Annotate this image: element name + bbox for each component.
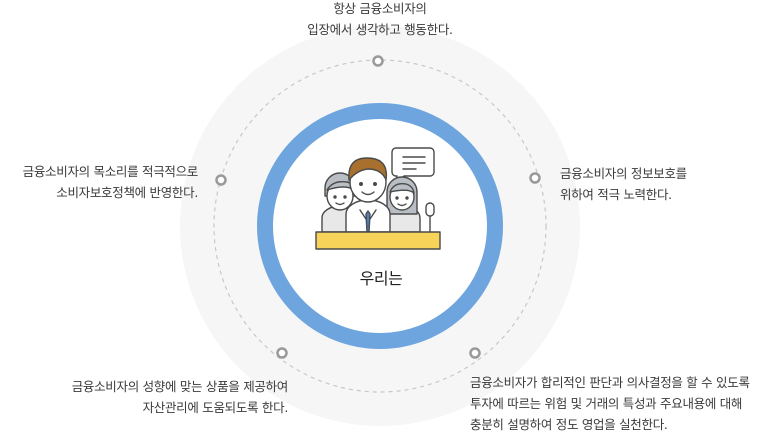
node-left: [217, 176, 226, 185]
center-label: 우리는: [301, 265, 461, 289]
statement-top-line-2: 입장에서 생각하고 행동한다.: [250, 19, 510, 40]
statement-right-line-2: 위하여 적극 노력한다.: [560, 184, 687, 205]
statement-bottom-left-line-2: 자산관리에 도움되도록 한다.: [0, 397, 288, 418]
statement-bottom-left: 금융소비자의 성향에 맞는 상품을 제공하여 자산관리에 도움되도록 한다.: [0, 376, 288, 418]
podium: [316, 232, 440, 249]
statement-right-line-1: 금융소비자의 정보보호를: [560, 163, 687, 184]
statement-top-line-1: 항상 금융소비자의: [250, 0, 510, 19]
statement-left-line-2: 소비자보호정책에 반영한다.: [0, 182, 198, 203]
statement-bottom-left-line-1: 금융소비자의 성향에 맞는 상품을 제공하여: [0, 376, 288, 397]
statement-bottom-right-line-1: 금융소비자가 합리적인 판단과 의사결정을 할 수 있도록: [470, 372, 750, 393]
statement-top: 항상 금융소비자의 입장에서 생각하고 행동한다.: [250, 0, 510, 40]
node-bottom-right: [471, 349, 480, 358]
statement-left-line-1: 금융소비자의 목소리를 적극적으로: [0, 161, 198, 182]
node-top: [374, 57, 383, 66]
statement-bottom-right: 금융소비자가 합리적인 판단과 의사결정을 할 수 있도록 투자에 따르는 위험…: [470, 372, 750, 435]
statement-left: 금융소비자의 목소리를 적극적으로 소비자보호정책에 반영한다.: [0, 161, 198, 203]
statement-bottom-right-line-3: 충분히 설명하여 정도 영업을 실천한다.: [470, 414, 750, 435]
node-bottom-left: [278, 349, 287, 358]
statement-right: 금융소비자의 정보보호를 위하여 적극 노력한다.: [560, 163, 687, 205]
statement-bottom-right-line-2: 투자에 따르는 위험 및 거래의 특성과 주요내용에 대해: [470, 393, 750, 414]
node-right: [531, 174, 540, 183]
